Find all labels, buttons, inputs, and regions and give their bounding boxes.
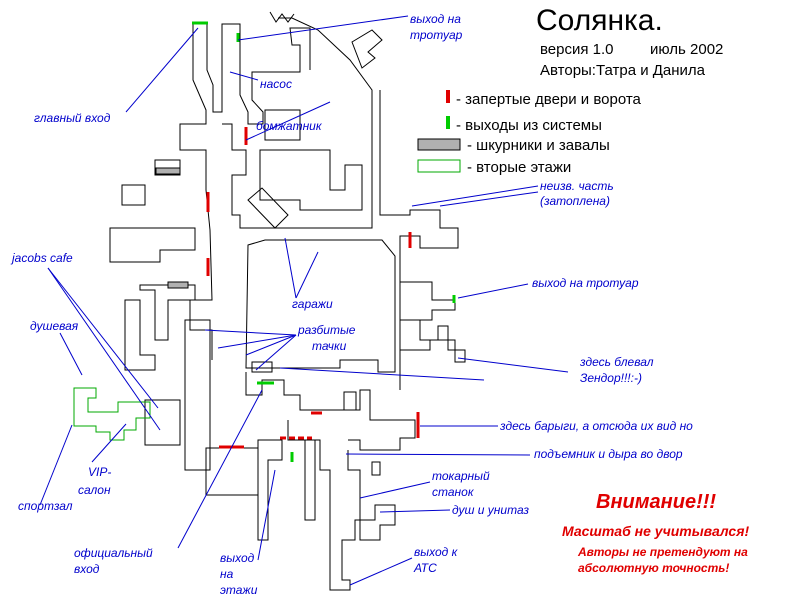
pointer-lines [39, 15, 569, 586]
tunnel-walls [109, 11, 466, 591]
label-bomzhatnik: бомжатник [256, 119, 323, 133]
label-pump: насос [260, 77, 292, 91]
label-ats-2: АТС [413, 561, 437, 575]
map-version: версия 1.0 [540, 41, 614, 58]
label-vomit-1: здесь блевал [579, 355, 654, 369]
label-gym: спортзал [18, 499, 73, 513]
legend-exit-text: - выходы из системы [456, 117, 602, 134]
warning-line-1: Масштаб не учитывался! [562, 523, 749, 539]
label-lathe-2: станок [432, 485, 475, 499]
legend-second-floor-text: - вторые этажи [467, 159, 571, 176]
system-exits [192, 21, 456, 462]
label-broken-cars-2: тачки [312, 339, 347, 353]
warning-line-2: Авторы не претендуют на [577, 545, 748, 559]
map-legend: - запертые двери и ворота - выходы из си… [417, 90, 642, 176]
second-floors [73, 387, 151, 441]
label-garages: гаражи [292, 297, 333, 311]
label-barygi: здесь барыги, а отсюда их вид но [499, 419, 693, 433]
label-shower: душевая [30, 319, 79, 333]
locked-door-icon [446, 90, 450, 103]
map-authors: Авторы:Татра и Данила [540, 62, 706, 79]
label-official-2: вход [74, 562, 100, 576]
crawlways [155, 167, 189, 289]
label-lathe-1: токарный [432, 469, 490, 483]
warning-title: Внимание!!! [596, 491, 716, 513]
label-vomit-2: Зендор!!!:-) [580, 371, 642, 385]
label-vip-1: VIP- [88, 465, 111, 479]
label-lift: подъемник и дыра во двор [534, 447, 683, 461]
label-exit-sidewalk-top-1: выход на [410, 12, 461, 26]
label-unexplored-1: неизв. часть [540, 179, 614, 193]
second-floor-icon [417, 159, 461, 173]
warning-line-3: абсолютную точность! [578, 561, 729, 575]
label-jacobs-cafe: jacobs cafe [10, 251, 73, 265]
map-title: Солянка. [536, 4, 663, 37]
legend-crawl-text: - шкурники и завалы [467, 137, 610, 154]
warning-block: Внимание!!! Масштаб не учитывался! Автор… [562, 491, 749, 575]
label-ats-1: выход к [414, 545, 459, 559]
label-official-1: официальный [74, 546, 153, 560]
label-shower-toilet: душ и унитаз [452, 503, 529, 517]
legend-locked-text: - запертые двери и ворота [456, 91, 642, 108]
label-floors-1: выход [220, 551, 255, 565]
map-labels: главный вход выход на тротуар насос бомж… [10, 12, 693, 597]
label-exit-sidewalk-top-2: тротуар [410, 28, 463, 42]
label-floors-2: на [220, 567, 234, 581]
map-date: июль 2002 [650, 41, 723, 58]
label-exit-sidewalk-right: выход на тротуар [532, 276, 639, 290]
label-broken-cars-1: разбитые [297, 323, 356, 337]
label-main-entrance: главный вход [34, 111, 111, 125]
system-exit-icon [446, 116, 450, 129]
label-vip-2: салон [78, 483, 111, 497]
label-floors-3: этажи [220, 583, 258, 597]
label-unexplored-2: (затоплена) [540, 194, 610, 208]
crawlway-icon [417, 138, 461, 151]
